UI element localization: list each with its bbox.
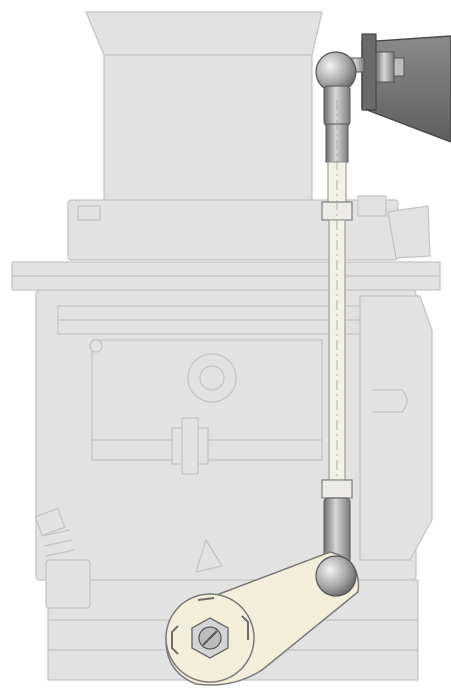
float-bowl-detail	[372, 389, 408, 413]
collar-bolt-right	[357, 195, 387, 217]
bracket-nut	[375, 51, 395, 83]
linkage-rod	[321, 100, 353, 560]
small-port	[89, 339, 103, 353]
collar-bolt-left	[77, 205, 101, 221]
stamped-tab	[195, 538, 223, 573]
rod-lower-collar	[321, 479, 353, 499]
center-boss-tab	[181, 417, 199, 475]
bracket-bolt	[393, 57, 405, 77]
upper-rod-end	[315, 51, 365, 163]
mounting-bracket	[361, 33, 451, 143]
arm-slot-top	[197, 597, 215, 601]
screw-slot	[202, 630, 218, 646]
lower-ball-joint	[315, 555, 357, 597]
bowl-vent	[387, 205, 431, 259]
float-bowl-right	[359, 295, 433, 561]
idle-screw-assembly	[34, 507, 91, 609]
throttle-arm	[165, 551, 360, 686]
arm-slot-left	[171, 625, 179, 655]
arm-slot-right	[241, 615, 249, 640]
air-horn	[85, 11, 323, 211]
body-port-inner	[199, 365, 225, 391]
